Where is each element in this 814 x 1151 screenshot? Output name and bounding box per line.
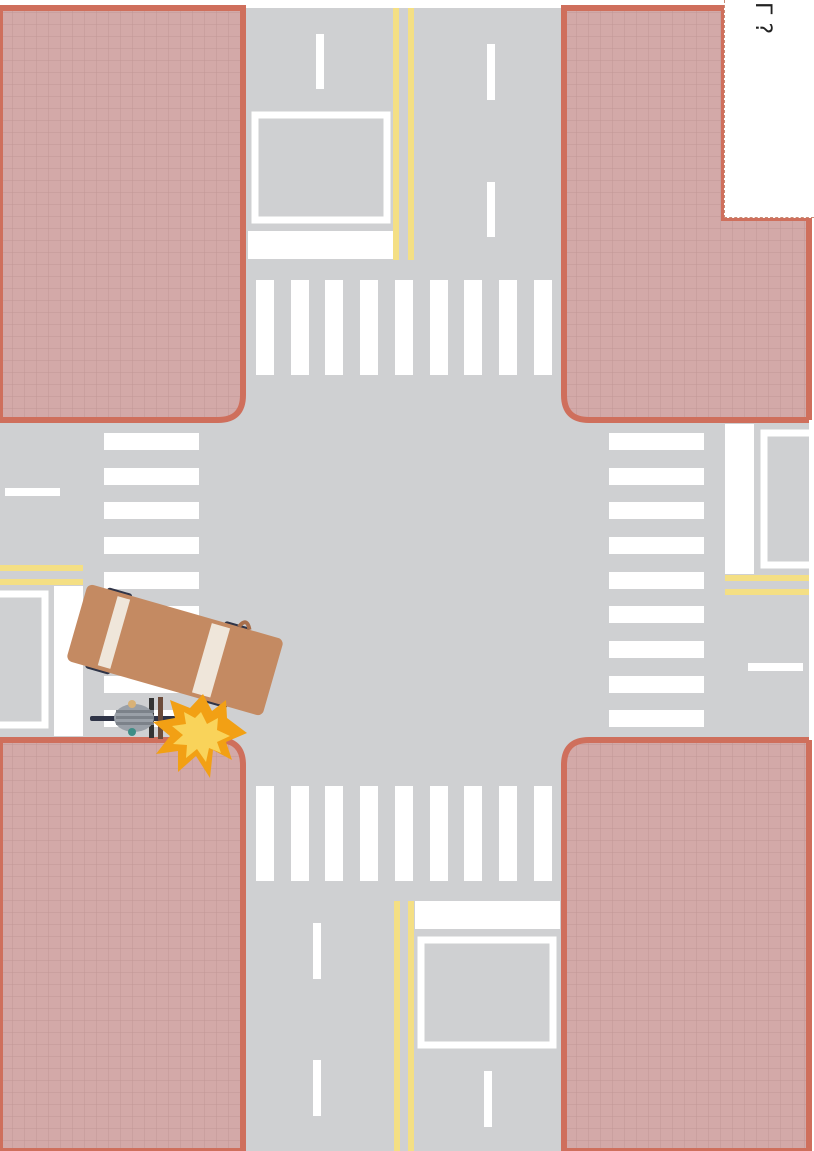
crosswalk-east — [609, 433, 704, 727]
unknown-area-box: Г ? — [724, 0, 814, 218]
sidewalk-top-left — [0, 8, 243, 420]
unknown-area-label: Г ? — [750, 2, 775, 34]
crosswalk-south — [256, 786, 552, 881]
crosswalk-north — [256, 280, 552, 375]
sidewalk-bottom-right — [564, 740, 809, 1151]
sidewalk-bottom-left — [0, 740, 243, 1151]
